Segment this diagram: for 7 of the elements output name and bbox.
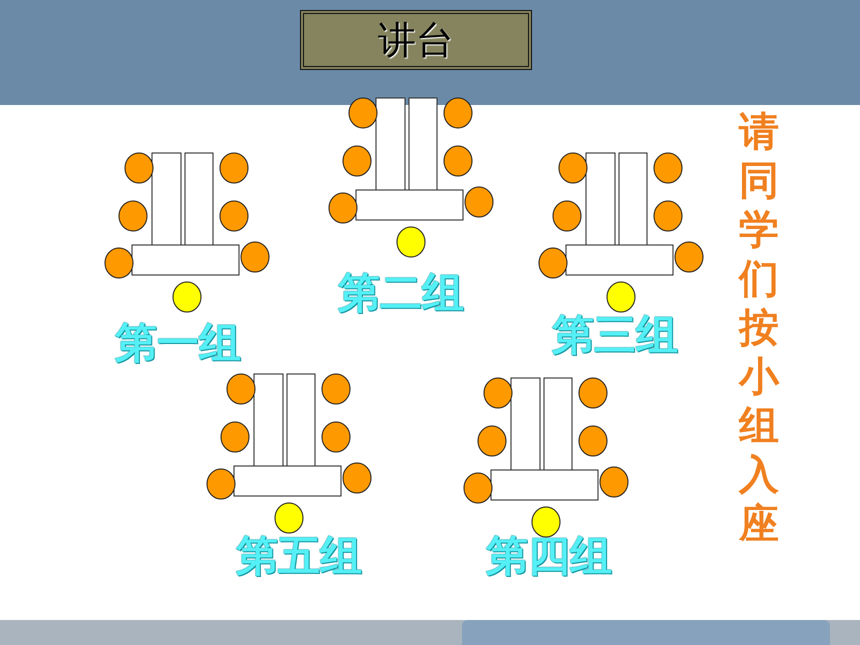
podium-box: 讲台 [300,10,532,70]
group-label: 第一组 [115,320,241,366]
group-label: 第四组 [486,533,612,579]
group-label: 第五组 [236,533,362,579]
group-label: 第二组 [338,270,464,316]
vertical-notice: 请同学们按小组入座 [737,108,780,549]
group-label: 第三组 [552,312,678,358]
